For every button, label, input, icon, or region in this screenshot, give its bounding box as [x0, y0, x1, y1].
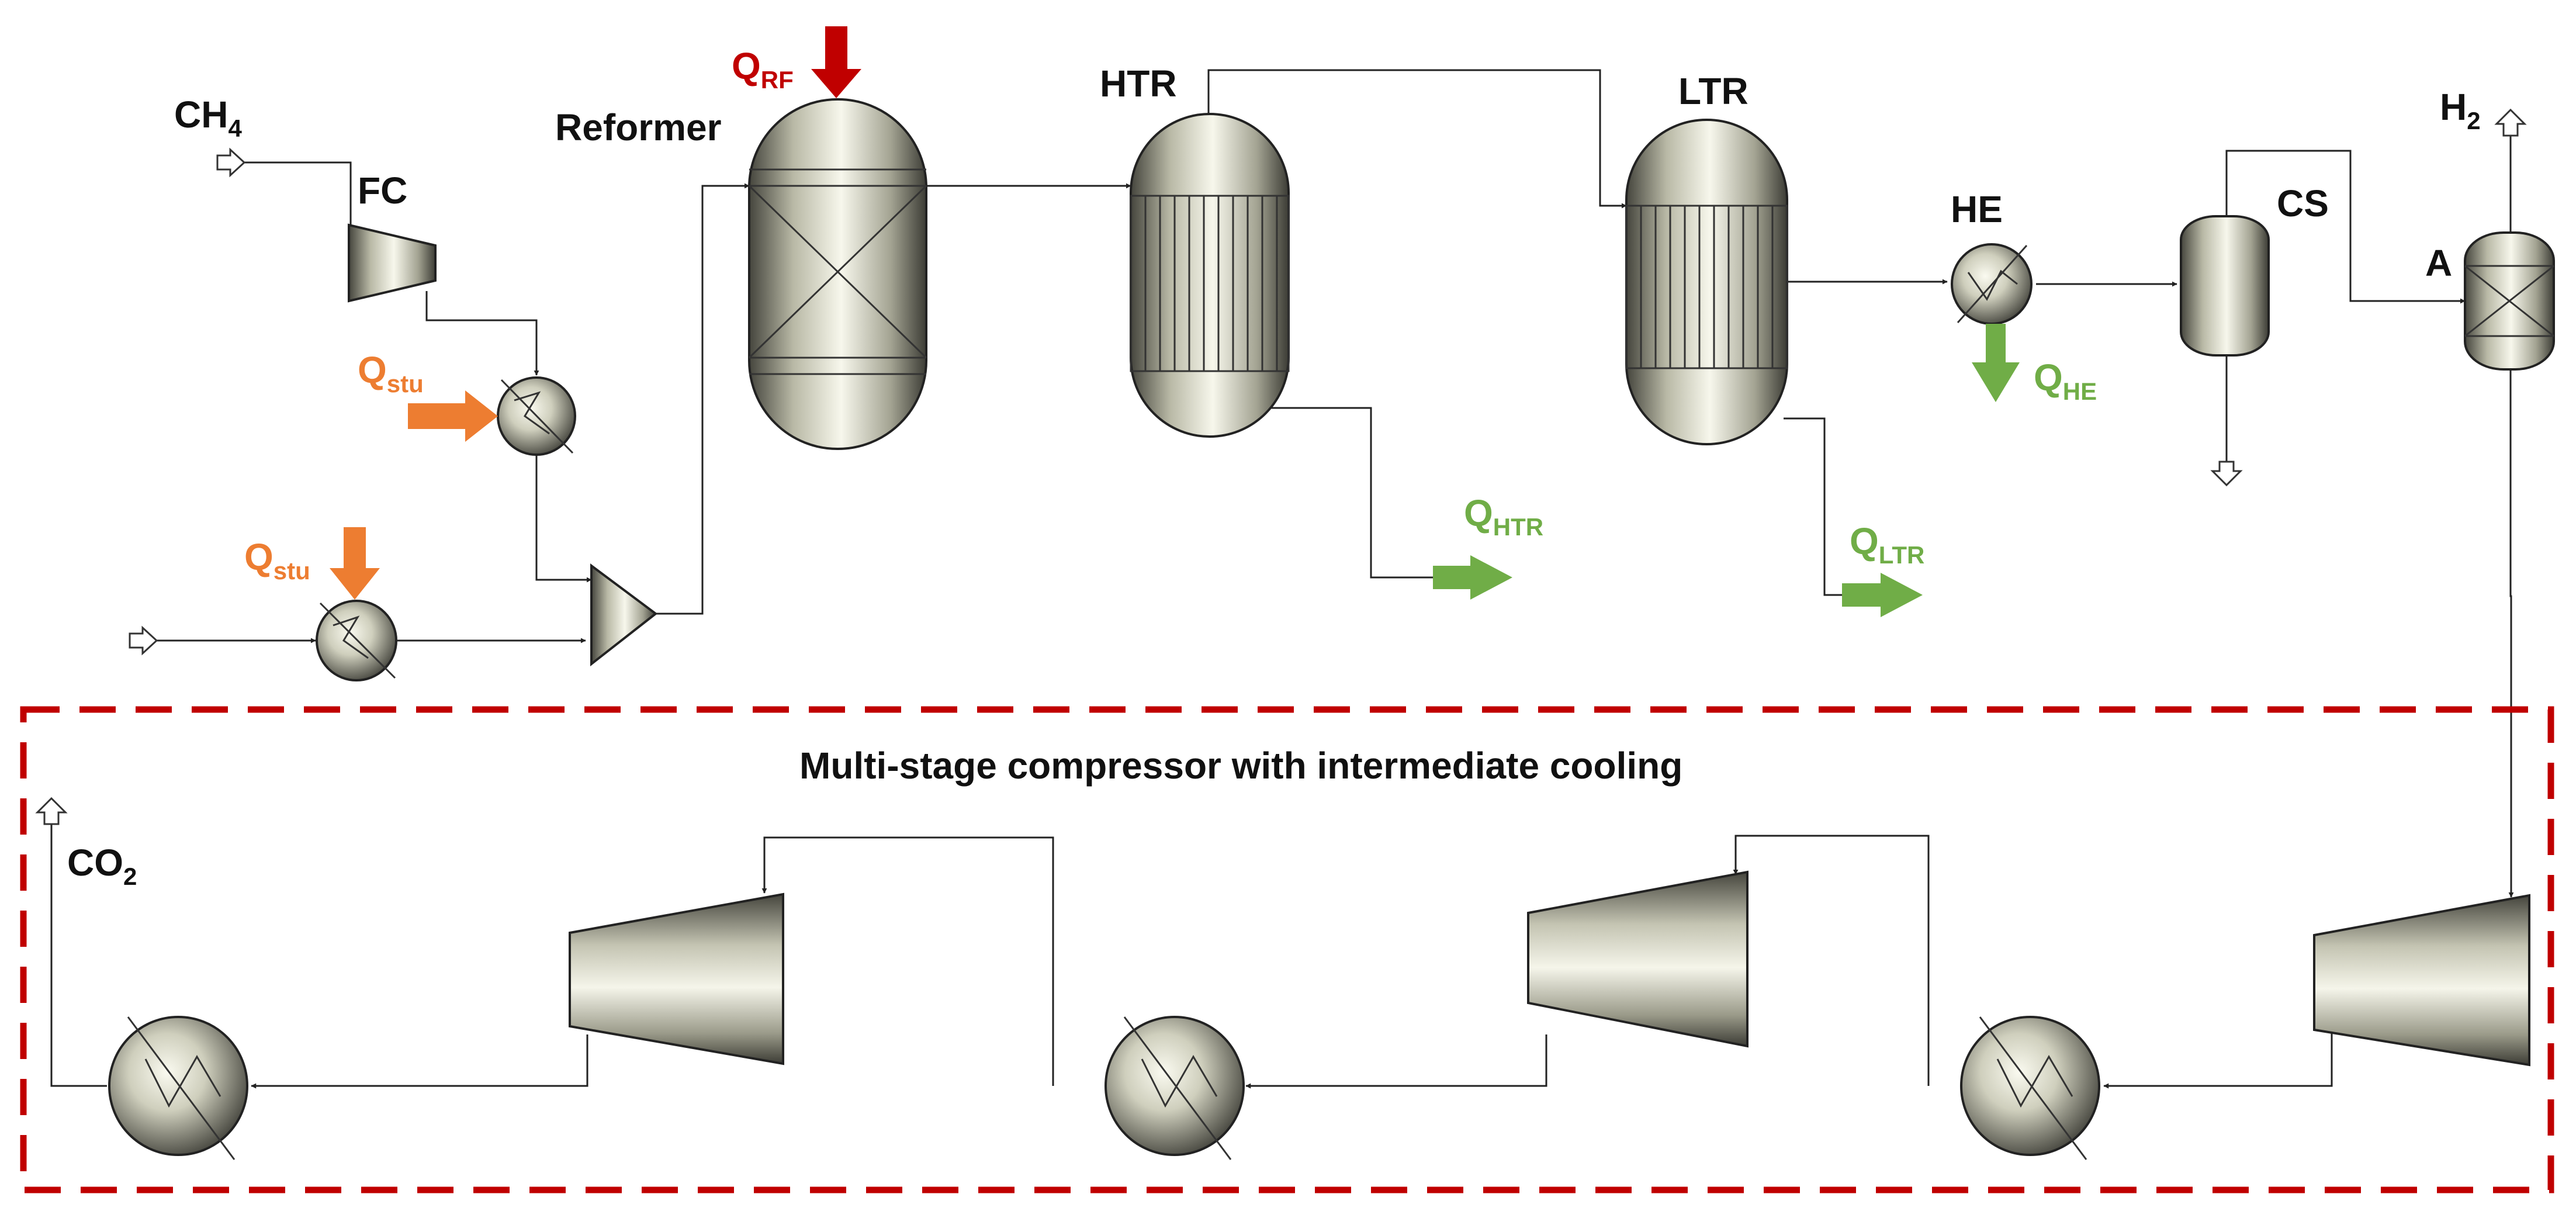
compressor-stage-1 [2313, 894, 2530, 1067]
q-stu-bottom-arrow-icon [330, 527, 380, 600]
ch4-heater [497, 376, 576, 456]
reformer-label: Reformer [555, 106, 722, 148]
h2-product-arrow-icon [2494, 108, 2527, 137]
cs-label: CS [2277, 182, 2329, 224]
ch4-feed-arrow-icon [216, 147, 246, 178]
compressor-stage-3 [569, 892, 784, 1065]
htr-label: HTR [1100, 63, 1177, 105]
intercooler-2 [1105, 1016, 1245, 1160]
q-ltr-label: QLTR [1850, 520, 1924, 569]
condensate-outlet-arrow-icon [2210, 461, 2243, 487]
co2-product-arrow-icon [35, 797, 68, 825]
mixer [590, 563, 658, 667]
ltr-label: LTR [1678, 70, 1749, 112]
q-he-label: QHE [2034, 357, 2097, 405]
compressor-stage-2 [1527, 870, 1749, 1048]
compressor-section-box [20, 706, 2554, 1193]
ltr-vessel [1625, 119, 1788, 445]
stream-lines [50, 69, 2514, 1089]
q-stu-top-arrow-icon [408, 390, 498, 442]
final-cooler [108, 1016, 248, 1160]
he-label: HE [1951, 188, 2003, 230]
reformer-vessel [748, 98, 927, 450]
q-htr-arrow-icon [1433, 555, 1512, 600]
water-heater [316, 600, 397, 681]
q-stu-top-label: Qstu [358, 349, 424, 397]
q-he-arrow-icon [1972, 324, 2020, 402]
he-heat-exchanger [1951, 243, 2033, 325]
a-label: A [2425, 242, 2452, 284]
a-absorber [2464, 231, 2555, 371]
co2-label: CO2 [67, 842, 137, 890]
ch4-label: CH4 [174, 94, 242, 142]
cs-separator [2180, 215, 2270, 357]
q-ltr-arrow-icon [1842, 573, 1923, 617]
fc-label: FC [358, 169, 407, 212]
q-rf-label: QRF [732, 45, 794, 94]
intercooler-1 [1960, 1016, 2100, 1160]
htr-vessel [1130, 113, 1290, 438]
q-stu-bottom-label: Qstu [244, 536, 310, 584]
h2-label: H2 [2440, 86, 2481, 134]
water-feed-arrow-icon [129, 625, 158, 656]
feed-compressor [348, 223, 437, 303]
q-htr-label: QHTR [1464, 492, 1543, 541]
q-rf-arrow-icon [811, 26, 861, 98]
compressor-section-title: Multi-stage compressor with intermediate… [799, 745, 1682, 787]
